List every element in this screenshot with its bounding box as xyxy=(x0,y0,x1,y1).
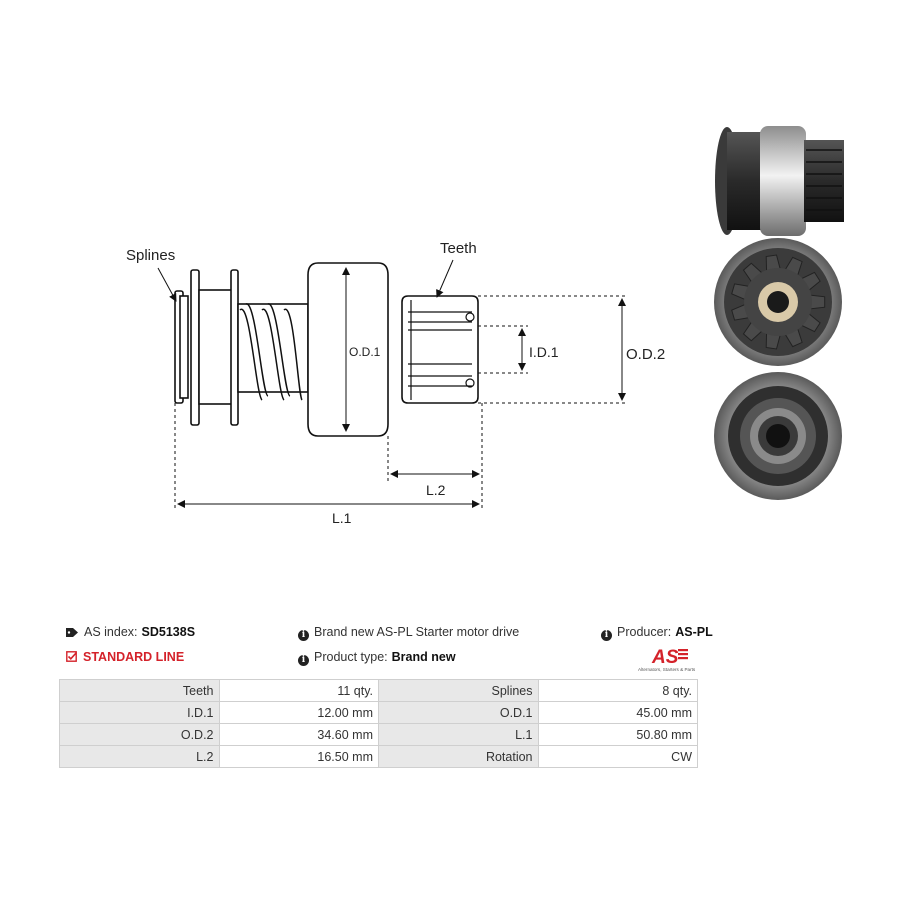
spring xyxy=(239,303,303,401)
info-icon: i xyxy=(601,630,612,641)
spec-key-cell: O.D.1 xyxy=(378,701,539,724)
info-icon: i xyxy=(298,655,309,666)
label-od1: O.D.1 xyxy=(349,345,381,359)
label-od2: O.D.2 xyxy=(626,346,665,363)
pinion-teeth xyxy=(408,300,475,400)
spec-key-cell: L.2 xyxy=(59,745,220,768)
logo-tagline: Alternators, Starters & Parts xyxy=(638,667,696,672)
checkbox-checked-icon xyxy=(66,651,77,662)
as-pl-logo: AS Alternators, Starters & Parts xyxy=(638,647,696,672)
producer-value: AS-PL xyxy=(675,625,713,639)
spec-value-cell: 11 qty. xyxy=(218,679,379,702)
label-id1: I.D.1 xyxy=(529,344,559,360)
dimension-lines xyxy=(157,259,628,510)
spec-key-cell: L.1 xyxy=(378,723,539,746)
photo-side-view xyxy=(715,126,844,236)
spec-key-cell: Teeth xyxy=(59,679,220,702)
label-splines: Splines xyxy=(126,247,175,264)
description-text: Brand new AS-PL Starter motor drive xyxy=(314,625,520,639)
label-l2: L.2 xyxy=(426,482,446,498)
standard-line: STANDARD LINE xyxy=(66,650,184,664)
as-index-label: AS index: xyxy=(84,625,138,639)
description: i Brand new AS-PL Starter motor drive xyxy=(298,625,519,641)
spec-key-cell: O.D.2 xyxy=(59,723,220,746)
as-index: AS index:SD5138S xyxy=(66,625,195,639)
dimension-labels: Splines Teeth O.D.1 I.D.1 O.D.2 L.2 L.1 xyxy=(126,240,665,526)
spec-value-cell: 12.00 mm xyxy=(218,701,379,724)
spec-value-cell: 16.50 mm xyxy=(218,745,379,768)
label-l1: L.1 xyxy=(332,510,352,526)
spec-value-cell: 34.60 mm xyxy=(218,723,379,746)
photo-rear xyxy=(714,372,842,500)
info-icon: i xyxy=(298,630,309,641)
producer-label: Producer: xyxy=(617,625,672,639)
spec-value-cell: CW xyxy=(537,745,698,768)
spec-value-cell: 8 qty. xyxy=(537,679,698,702)
logo-text: AS xyxy=(651,647,679,668)
spec-value-cell: 50.80 mm xyxy=(537,723,698,746)
part-outline xyxy=(174,262,479,437)
technical-drawing: Splines Teeth O.D.1 I.D.1 O.D.2 L.2 L.1 xyxy=(126,126,844,526)
producer: i Producer:AS-PL xyxy=(601,625,713,641)
product-type-value: Brand new xyxy=(391,650,456,664)
spec-value-cell: 45.00 mm xyxy=(537,701,698,724)
as-index-value: SD5138S xyxy=(141,625,196,639)
standard-line-label: STANDARD LINE xyxy=(83,650,185,664)
photo-gear-front xyxy=(714,238,842,366)
tag-icon xyxy=(66,628,78,637)
spec-key-cell: Splines xyxy=(378,679,539,702)
spec-key-cell: I.D.1 xyxy=(59,701,220,724)
spec-key-cell: Rotation xyxy=(378,745,539,768)
product-type: i Product type:Brand new xyxy=(298,650,456,666)
label-teeth: Teeth xyxy=(440,240,477,257)
product-type-label: Product type: xyxy=(314,650,388,664)
